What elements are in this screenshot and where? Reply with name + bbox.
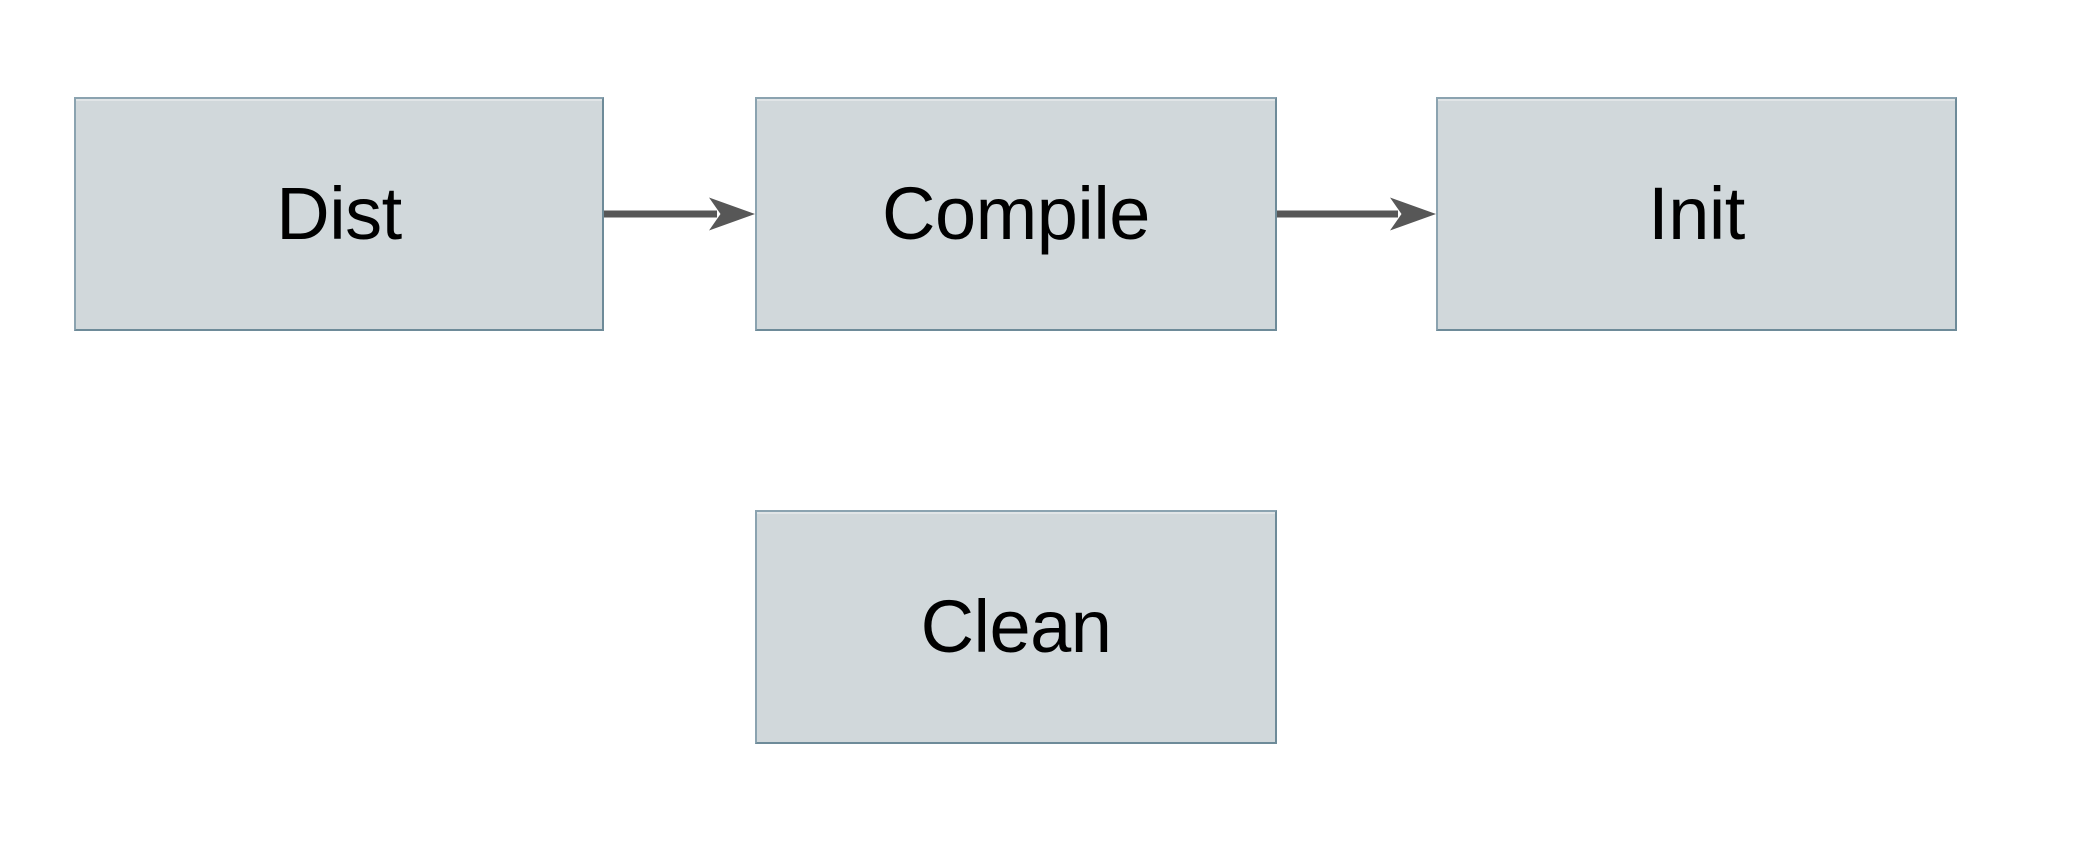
node-label-init: Init bbox=[1648, 172, 1745, 255]
edge-dist-to-compile[interactable] bbox=[604, 181, 755, 247]
node-clean[interactable]: Clean bbox=[755, 510, 1277, 744]
arrowhead-icon bbox=[709, 197, 755, 231]
edge-shaft bbox=[1277, 210, 1398, 218]
node-dist[interactable]: Dist bbox=[74, 97, 604, 331]
arrowhead-icon bbox=[1390, 197, 1436, 231]
node-label-compile: Compile bbox=[882, 172, 1150, 255]
edge-shaft bbox=[604, 210, 717, 218]
node-label-clean: Clean bbox=[920, 585, 1112, 668]
edge-compile-to-init[interactable] bbox=[1277, 181, 1436, 247]
node-label-dist: Dist bbox=[276, 172, 402, 255]
node-compile[interactable]: Compile bbox=[755, 97, 1277, 331]
node-init[interactable]: Init bbox=[1436, 97, 1957, 331]
